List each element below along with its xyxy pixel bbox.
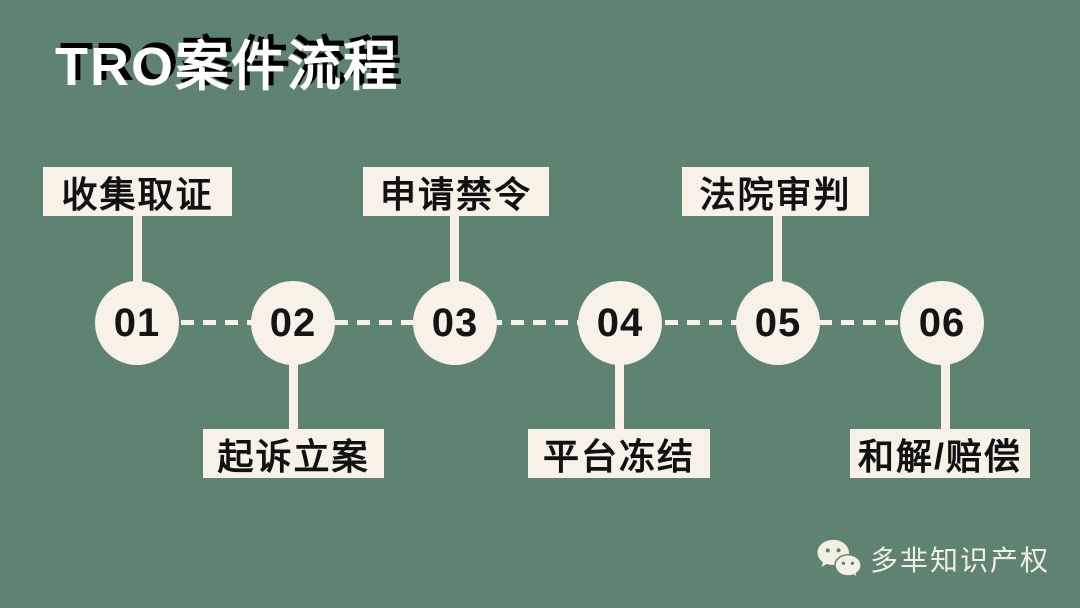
step-circle-4: 04 — [578, 281, 662, 365]
timeline-dashed-line — [137, 320, 942, 325]
step-circle-5: 05 — [736, 281, 820, 365]
step-number: 04 — [596, 300, 644, 345]
step-label-box-6: 和解/赔偿 — [850, 429, 1030, 478]
step-number: 01 — [113, 300, 161, 345]
brand-footer: 多芈知识产权 — [816, 538, 1050, 580]
step-circle-3: 03 — [413, 281, 497, 365]
step-label: 申请禁令 — [379, 173, 532, 215]
step-connector-5 — [773, 214, 782, 286]
page-title: TRO案件流程 — [55, 37, 399, 97]
step-label: 法院审判 — [699, 173, 852, 215]
step-connector-6 — [941, 360, 950, 430]
step-number: 02 — [269, 300, 317, 345]
step-label: 平台冻结 — [542, 435, 695, 477]
step-label: 和解/赔偿 — [857, 435, 1022, 477]
step-label-box-2: 起诉立案 — [203, 429, 384, 478]
step-number: 03 — [431, 300, 479, 345]
step-connector-4 — [615, 360, 624, 430]
brand-name: 多芈知识产权 — [869, 545, 1050, 576]
step-circle-1: 01 — [95, 281, 179, 365]
step-label-box-3: 申请禁令 — [363, 167, 549, 216]
step-label-box-4: 平台冻结 — [528, 429, 710, 478]
step-label: 起诉立案 — [217, 435, 370, 477]
step-number: 05 — [754, 300, 802, 345]
step-connector-1 — [133, 214, 142, 286]
step-label-box-5: 法院审判 — [682, 167, 869, 216]
step-number: 06 — [918, 300, 966, 345]
step-label-box-1: 收集取证 — [43, 167, 232, 216]
step-connector-3 — [450, 214, 459, 286]
step-circle-2: 02 — [251, 281, 335, 365]
wechat-icon — [817, 539, 862, 579]
step-connector-2 — [289, 360, 298, 430]
step-circle-6: 06 — [900, 281, 984, 365]
step-label: 收集取证 — [61, 173, 214, 215]
